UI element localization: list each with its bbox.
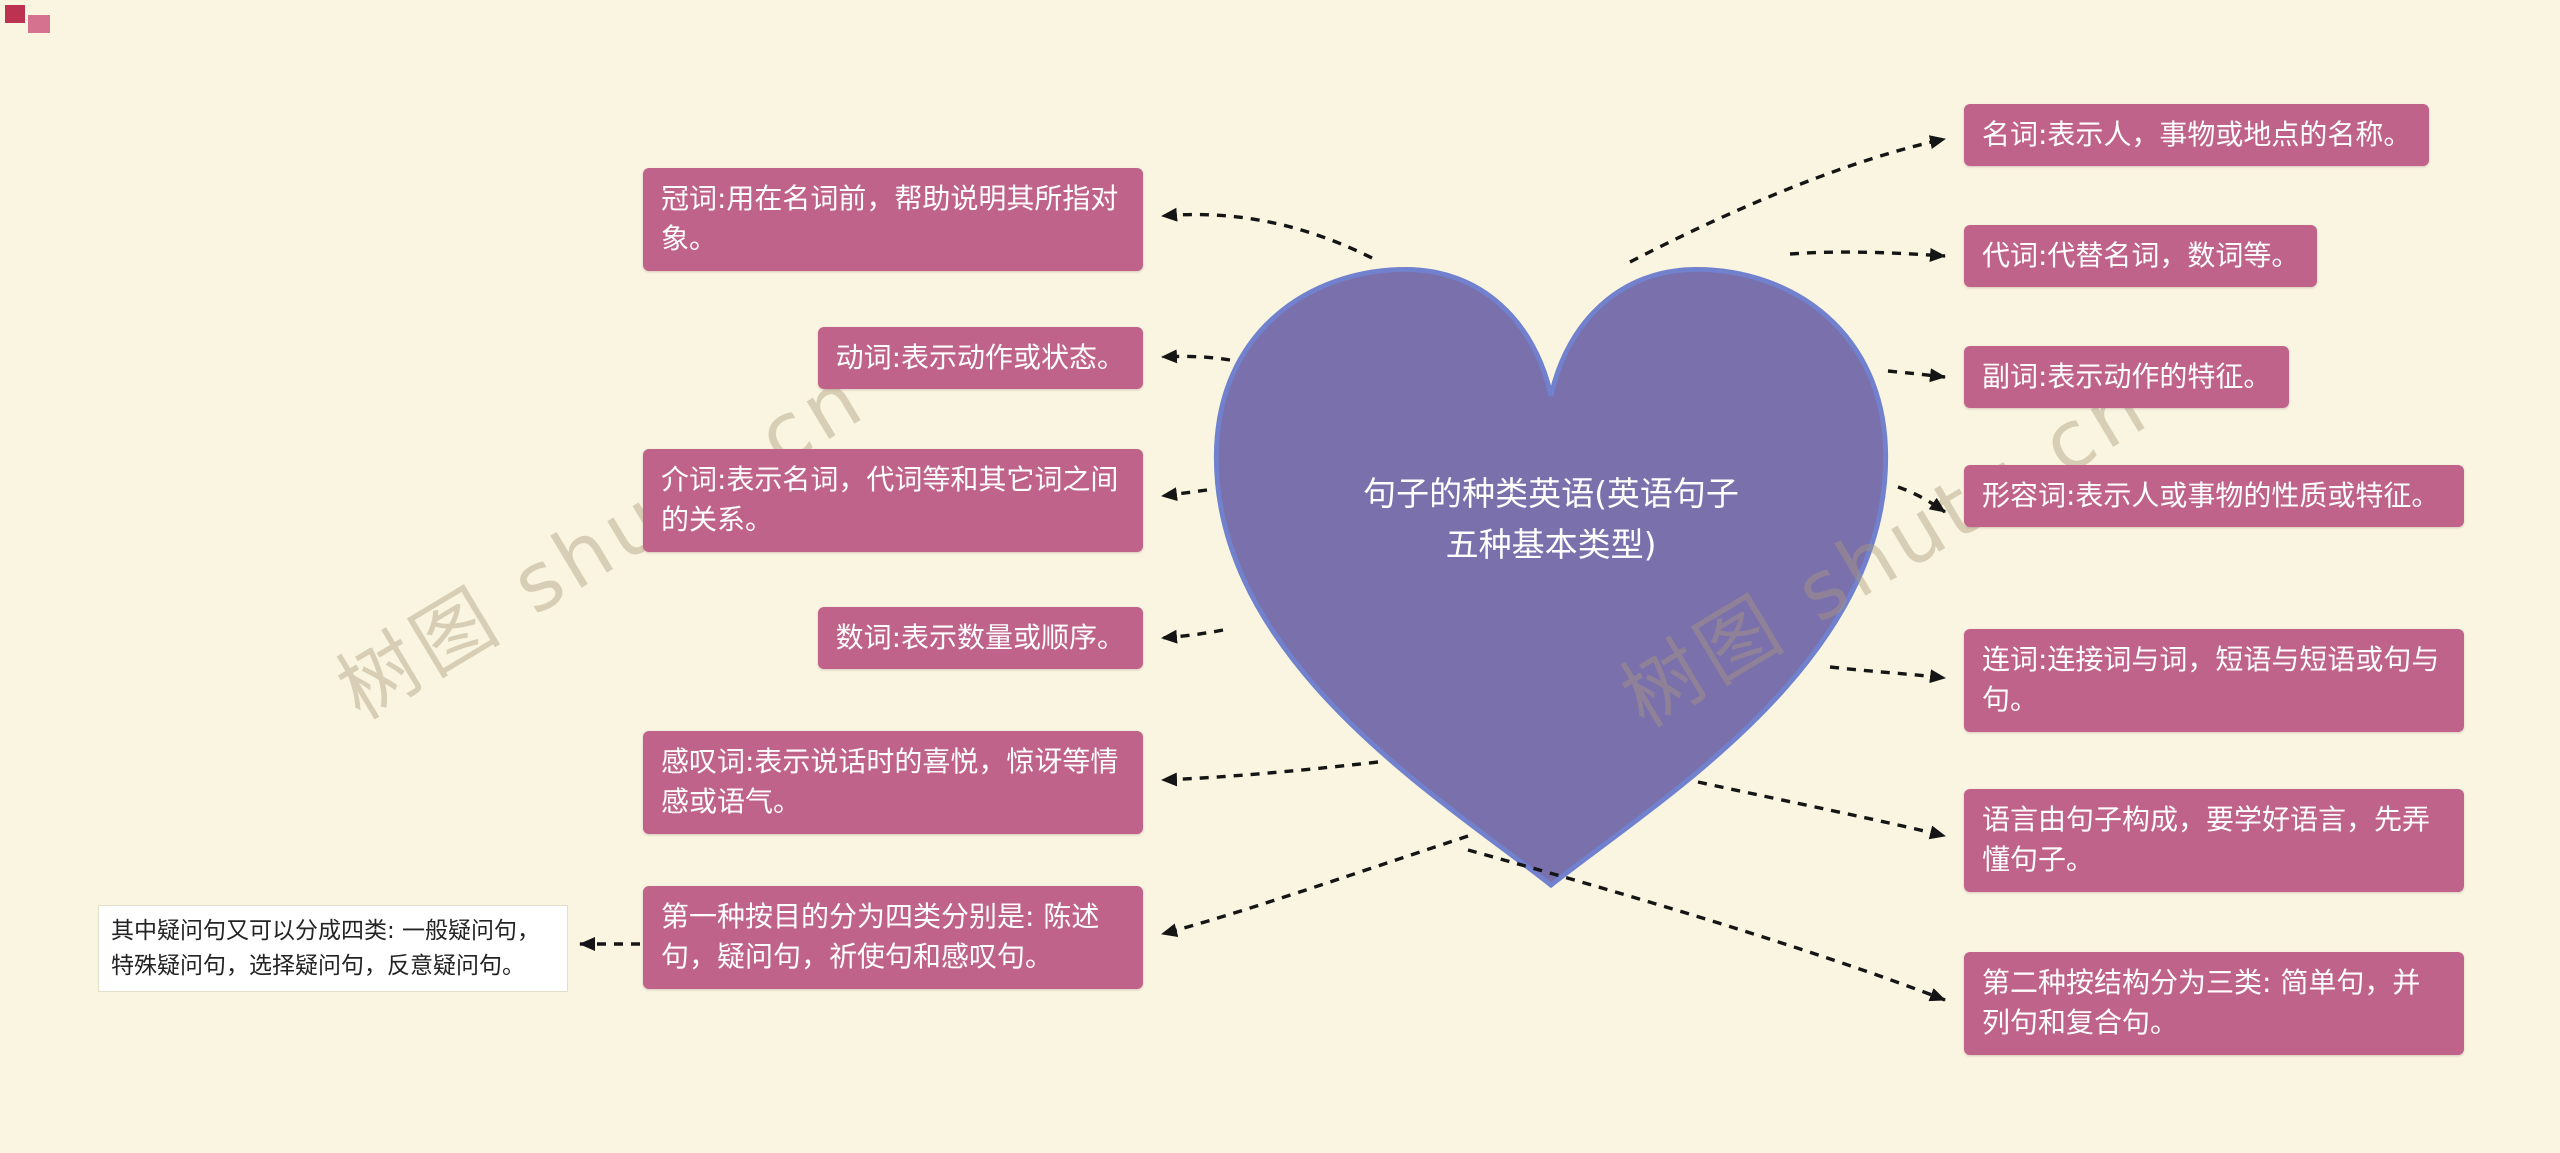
heart-path: [1213, 267, 1889, 889]
heart-icon: [1213, 267, 1889, 889]
node-numeral[interactable]: 数词:表示数量或顺序。: [817, 607, 1143, 670]
node-adjective[interactable]: 形容词:表示人或事物的性质或特征。: [1964, 465, 2464, 528]
corner-decoration-square-1: [5, 5, 25, 23]
node-sentence-structure[interactable]: 第二种按结构分为三类: 简单句，并列句和复合句。: [1964, 952, 2464, 1055]
node-article[interactable]: 冠词:用在名词前，帮助说明其所指对象。: [643, 168, 1143, 271]
connector-right-noun: [1629, 135, 1946, 264]
node-language-sentences[interactable]: 语言由句子构成，要学好语言，先弄懂句子。: [1964, 789, 2464, 892]
node-interjection[interactable]: 感叹词:表示说话时的喜悦，惊讶等情感或语气。: [643, 731, 1143, 834]
node-sentence-purpose[interactable]: 第一种按目的分为四类分别是: 陈述句，疑问句，祈使句和感叹句。: [643, 886, 1143, 989]
central-topic-title[interactable]: 句子的种类英语(英语句子五种基本类型): [1363, 474, 1739, 565]
node-question-types-note[interactable]: 其中疑问句又可以分成四类: 一般疑问句，特殊疑问句，选择疑问句，反意疑问句。: [98, 905, 568, 992]
node-conjunction[interactable]: 连词:连接词与词，短语与短语或句与句。: [1964, 629, 2464, 732]
node-adverb[interactable]: 副词:表示动作的特征。: [1964, 346, 2290, 409]
node-noun[interactable]: 名词:表示人，事物或地点的名称。: [1964, 104, 2430, 167]
central-heart-shape[interactable]: [1200, 250, 1902, 902]
node-preposition[interactable]: 介词:表示名词，代词等和其它词之间的关系。: [643, 449, 1143, 552]
node-pronoun[interactable]: 代词:代替名词，数词等。: [1964, 225, 2318, 288]
node-verb[interactable]: 动词:表示动作或状态。: [817, 327, 1143, 390]
corner-decoration-square-2: [28, 15, 50, 33]
connector-right-adjective: [1897, 485, 1946, 514]
